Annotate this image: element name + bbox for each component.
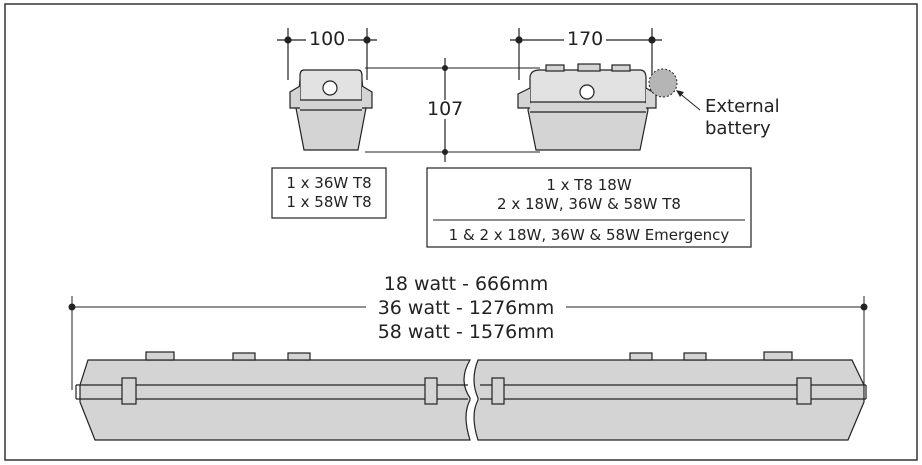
small-spec-text: 1 x 36W T8 1 x 58W T8 (272, 174, 386, 212)
large-end-view (510, 28, 662, 151)
battery-pointer (677, 91, 701, 111)
outer-frame (4, 3, 918, 461)
large-spec-line3: 1 & 2 x 18W, 36W & 58W Emergency (448, 226, 730, 244)
large-spec-text: 1 x T8 18W 2 x 18W, 36W & 58W T8 (427, 176, 751, 214)
width-small-label: 100 (306, 30, 349, 49)
large-spec-line1: 1 x T8 18W (546, 176, 632, 194)
small-end-view (277, 28, 377, 151)
fixture-side-view (75, 351, 867, 441)
small-spec-box (271, 167, 387, 219)
large-spec-line2: 2 x 18W, 36W & 58W T8 (497, 195, 681, 213)
small-spec-line1: 1 x 36W T8 (286, 174, 372, 192)
battery-label-line1: External (705, 96, 780, 117)
small-spec-line2: 1 x 58W T8 (286, 193, 372, 211)
battery-label-line2: battery (705, 118, 771, 139)
length-labels: 18 watt - 666mm 36 watt - 1276mm 58 watt… (361, 272, 571, 344)
battery-label: External battery (705, 96, 780, 140)
height-label: 107 (424, 100, 467, 119)
length-18w: 18 watt - 666mm (383, 273, 549, 295)
length-58w: 58 watt - 1576mm (377, 321, 555, 343)
length-36w: 36 watt - 1276mm (377, 297, 555, 319)
width-large-label: 170 (564, 30, 607, 49)
external-battery-icon (648, 68, 678, 98)
large-spec-box (426, 167, 752, 248)
